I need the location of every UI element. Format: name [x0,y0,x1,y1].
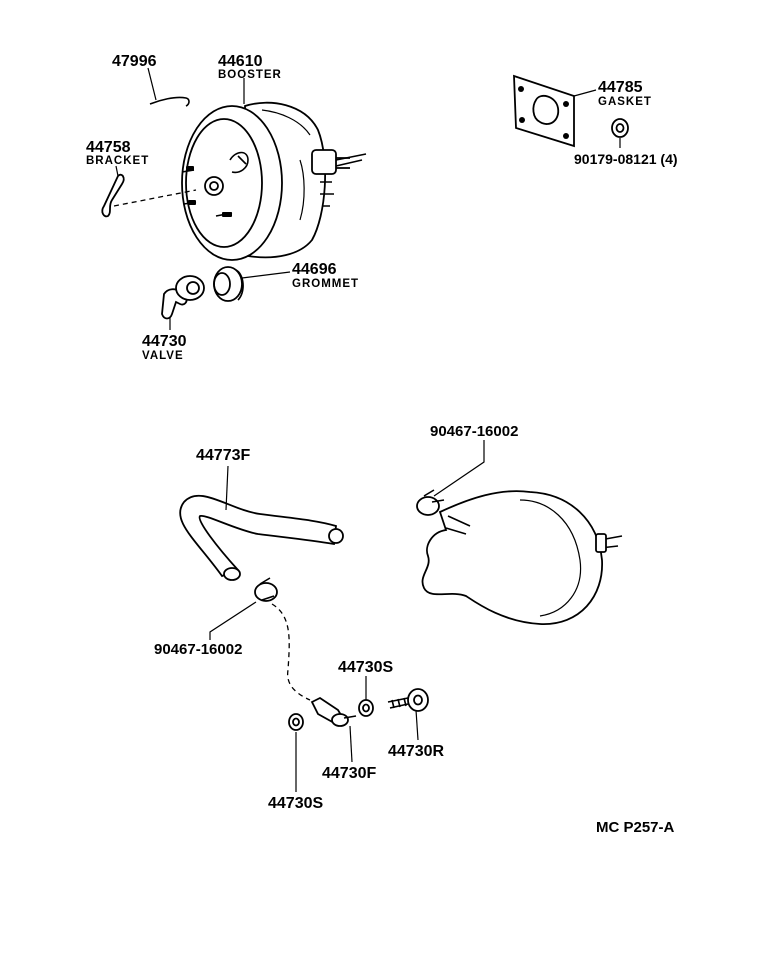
part-number-44610: 44610 [218,53,263,70]
vacuum-hose-drawing [179,489,623,731]
part-number-47996: 47996 [112,53,157,70]
part-number-44758: 44758 [86,139,131,156]
part-number-44730: 44730 [142,333,187,350]
part-number-44730F: 44730F [322,765,376,782]
part-name-bracket: BRACKET [86,155,149,167]
booster-assembly-drawing [101,96,367,320]
part-number-44730S-bottom: 44730S [268,795,323,812]
part-number-90467-16002-top: 90467-16002 [430,423,518,440]
part-number-44730R: 44730R [388,743,444,760]
gasket-drawing [513,74,629,148]
part-name-booster: BOOSTER [218,69,282,81]
part-name-grommet: GROMMET [292,278,359,290]
part-number-44773F: 44773F [196,447,250,464]
part-number-44730S-top: 44730S [338,659,393,676]
part-number-90179-08121: 90179-08121 (4) [574,151,678,167]
part-number-44696: 44696 [292,261,337,278]
part-name-gasket: GASKET [598,96,652,108]
figure-code: MC P257-A [596,819,675,836]
part-name-valve: VALVE [142,350,184,362]
part-number-90467-16002-bottom: 90467-16002 [154,641,242,658]
part-number-44785: 44785 [598,79,643,96]
